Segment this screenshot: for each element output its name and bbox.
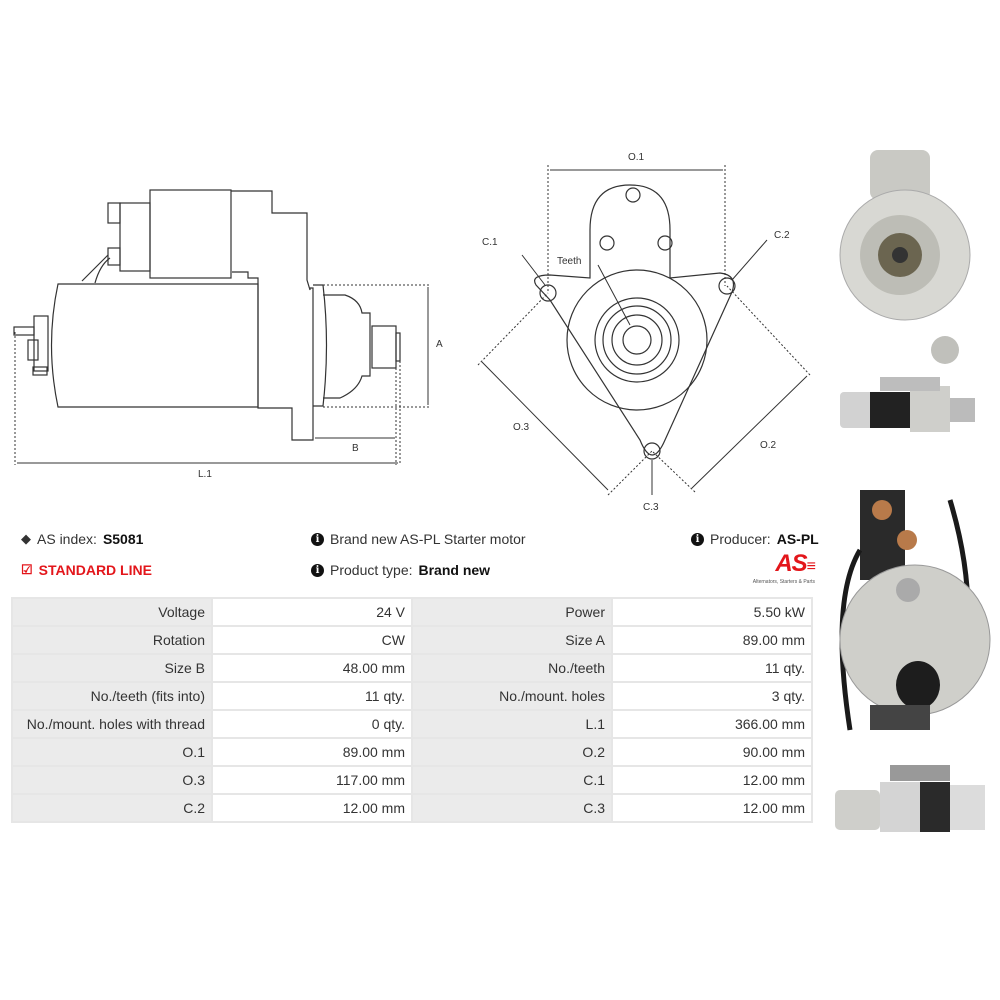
spec-value: 90.00 mm xyxy=(611,737,813,767)
logo-tagline: Alternators, Starters & Parts xyxy=(752,579,815,585)
spec-label: No./teeth (fits into) xyxy=(11,681,213,711)
spec-label: Voltage xyxy=(11,597,213,627)
label-l1: L.1 xyxy=(198,469,212,480)
spec-label: O.3 xyxy=(11,765,213,795)
spec-row: No./teeth (fits into)11 qty.No./mount. h… xyxy=(11,681,813,711)
spec-label: No./mount. holes xyxy=(411,681,613,711)
spec-value: 89.00 mm xyxy=(211,737,413,767)
spec-label: Power xyxy=(411,597,613,627)
motor-body xyxy=(50,283,259,408)
as-index: ◆ AS index: S5081 xyxy=(21,531,143,547)
spec-value: 11 qty. xyxy=(211,681,413,711)
label-o2: O.2 xyxy=(760,440,777,451)
spec-label: O.1 xyxy=(11,737,213,767)
spec-label: Size B xyxy=(11,653,213,683)
product-photo-front xyxy=(839,150,971,364)
spec-label: Size A xyxy=(411,625,613,655)
producer-value: AS-PL xyxy=(776,531,819,547)
spec-label: No./mount. holes with thread xyxy=(11,709,213,739)
side-view-drawing: A B L.1 xyxy=(13,189,443,480)
label-a: A xyxy=(436,339,443,350)
spec-label: C.1 xyxy=(411,765,613,795)
spec-value: 12.00 mm xyxy=(211,793,413,823)
spec-label: L.1 xyxy=(411,709,613,739)
label-c3: C.3 xyxy=(643,502,659,513)
spec-value: 12.00 mm xyxy=(611,793,813,823)
standard-line-badge: ☑ STANDARD LINE xyxy=(21,562,152,578)
label-c1: C.1 xyxy=(482,237,498,248)
as-index-label: AS index: xyxy=(37,531,97,547)
info-icon: i xyxy=(311,532,324,546)
producer-label: Producer: xyxy=(710,531,771,547)
spec-value: 24 V xyxy=(211,597,413,627)
spec-value: 366.00 mm xyxy=(611,709,813,739)
description: i Brand new AS-PL Starter motor xyxy=(311,531,526,547)
spec-value: 5.50 kW xyxy=(611,597,813,627)
product-photo-side xyxy=(840,377,975,432)
checkbox-icon: ☑ xyxy=(21,562,33,577)
spec-value: 3 qty. xyxy=(611,681,813,711)
spec-label: O.2 xyxy=(411,737,613,767)
spec-value: 12.00 mm xyxy=(611,765,813,795)
product-type-label: Product type: xyxy=(330,562,413,578)
product-type-value: Brand new xyxy=(418,562,491,578)
label-b: B xyxy=(352,443,359,454)
spec-value: 11 qty. xyxy=(611,653,813,683)
front-view-drawing: O.1 O.2 O.3 C.1 C.2 C.3 Teeth xyxy=(477,152,811,513)
spec-value: 0 qty. xyxy=(211,709,413,739)
product-photo-rear xyxy=(839,490,991,731)
spec-value: 48.00 mm xyxy=(211,653,413,683)
description-text: Brand new AS-PL Starter motor xyxy=(330,531,526,547)
tag-icon: ◆ xyxy=(21,531,31,546)
solenoid xyxy=(149,189,232,279)
spec-value: 89.00 mm xyxy=(611,625,813,655)
logo-text: AS xyxy=(775,550,807,577)
spec-label: C.2 xyxy=(11,793,213,823)
spec-value: 117.00 mm xyxy=(211,765,413,795)
info-icon: i xyxy=(311,563,324,577)
spec-label: C.3 xyxy=(411,793,613,823)
info-icon: i xyxy=(691,532,704,546)
spec-label: No./teeth xyxy=(411,653,613,683)
as-pl-logo: AS≡ Alternators, Starters & Parts xyxy=(735,550,816,586)
product-type: i Product type: Brand new xyxy=(311,562,490,578)
label-c2: C.2 xyxy=(774,230,790,241)
label-teeth: Teeth xyxy=(557,256,581,267)
spec-label: Rotation xyxy=(11,625,213,655)
as-index-value: S5081 xyxy=(102,531,144,547)
product-photo-angle xyxy=(835,765,985,832)
label-o3: O.3 xyxy=(513,422,530,433)
producer: i Producer: AS-PL xyxy=(691,531,819,547)
label-o1: O.1 xyxy=(628,152,645,163)
spec-value: CW xyxy=(211,625,413,655)
line-label: STANDARD LINE xyxy=(38,562,152,578)
